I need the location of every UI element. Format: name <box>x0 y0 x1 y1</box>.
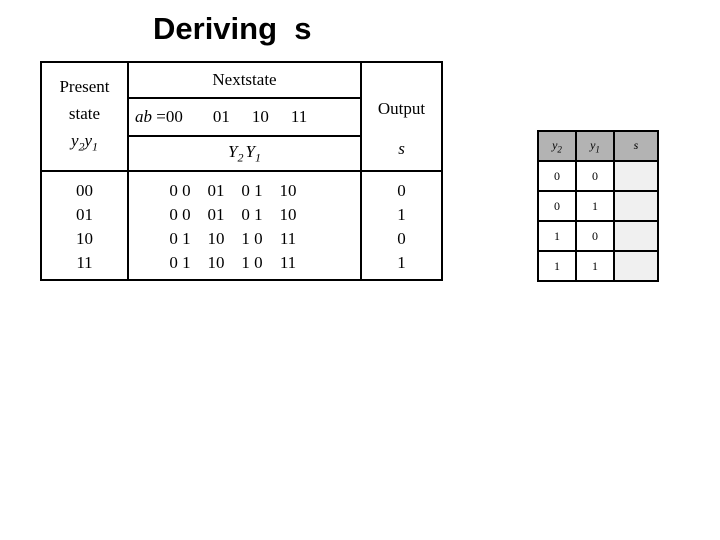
present-header-vars: y2y1 <box>71 127 98 160</box>
ab-col-11: 11 <box>290 107 308 126</box>
present-header-line2: state <box>68 103 101 123</box>
output-value: 0 <box>397 229 406 248</box>
next-state-row: 0 1 10 1 0 11 <box>169 253 297 272</box>
y2-value: 1 <box>537 250 577 282</box>
y1-value: 0 <box>575 220 615 252</box>
s-fill-cell[interactable] <box>613 250 659 282</box>
present-header-line1: Present <box>59 76 110 96</box>
output-value: 0 <box>397 181 406 200</box>
present-state-header: Present state y2y1 <box>42 63 129 170</box>
next-state-values: 0 0 01 0 1 10 0 0 01 0 1 10 0 1 10 1 0 1… <box>129 170 360 279</box>
state-transition-table: Present state y2y1 Nextstate ab =00 01 1… <box>40 61 443 281</box>
next-state-row: 0 0 01 0 1 10 <box>169 205 297 224</box>
s-fill-cell[interactable] <box>613 160 659 192</box>
var-Y2: Y2 <box>228 141 244 165</box>
next-state-row: 0 0 01 0 1 10 <box>169 181 297 200</box>
y2-value: 1 <box>537 220 577 252</box>
y2-value: 0 <box>537 160 577 192</box>
fill-table-row: 1 1 <box>537 250 659 282</box>
fill-table-row: 1 0 <box>537 220 659 252</box>
fill-table-row: 0 0 <box>537 160 659 192</box>
output-header: Output s <box>360 63 441 170</box>
present-value: 10 <box>76 229 93 248</box>
y1-value: 1 <box>575 190 615 222</box>
fill-header-s: s <box>613 130 659 162</box>
var-y1: y1 <box>84 130 99 154</box>
fill-table-header-row: y2 y1 s <box>537 130 659 162</box>
fill-header-y1: y1 <box>575 130 615 162</box>
ab-col-01: 01 <box>212 107 230 126</box>
page-title: Deriving s <box>153 11 312 46</box>
output-values: 0 1 0 1 <box>360 170 441 279</box>
y2-value: 0 <box>537 190 577 222</box>
present-value: 11 <box>76 253 93 272</box>
var-y2: y2 <box>70 130 85 154</box>
output-var-s: s <box>398 139 405 158</box>
present-value: 01 <box>76 205 93 224</box>
fill-table-row: 0 1 <box>537 190 659 222</box>
input-combination-header: ab =00 01 10 11 <box>129 99 360 137</box>
var-Y1: Y1 <box>245 141 261 165</box>
y1-value: 1 <box>575 250 615 282</box>
output-fill-table: y2 y1 s 0 0 0 1 1 0 1 1 <box>537 130 659 282</box>
ab-col-10: 10 <box>251 107 269 126</box>
output-value: 1 <box>397 253 406 272</box>
ab-label: ab =00 <box>135 107 183 126</box>
output-value: 1 <box>397 205 406 224</box>
y1-value: 0 <box>575 160 615 192</box>
next-state-row: 0 1 10 1 0 11 <box>169 229 297 248</box>
output-label: Output <box>377 99 426 118</box>
present-state-values: 00 01 10 11 <box>42 170 129 279</box>
present-value: 00 <box>76 181 93 200</box>
s-fill-cell[interactable] <box>613 190 659 222</box>
fill-header-y2: y2 <box>537 130 577 162</box>
nextstate-header: Nextstate <box>129 63 360 99</box>
s-fill-cell[interactable] <box>613 220 659 252</box>
